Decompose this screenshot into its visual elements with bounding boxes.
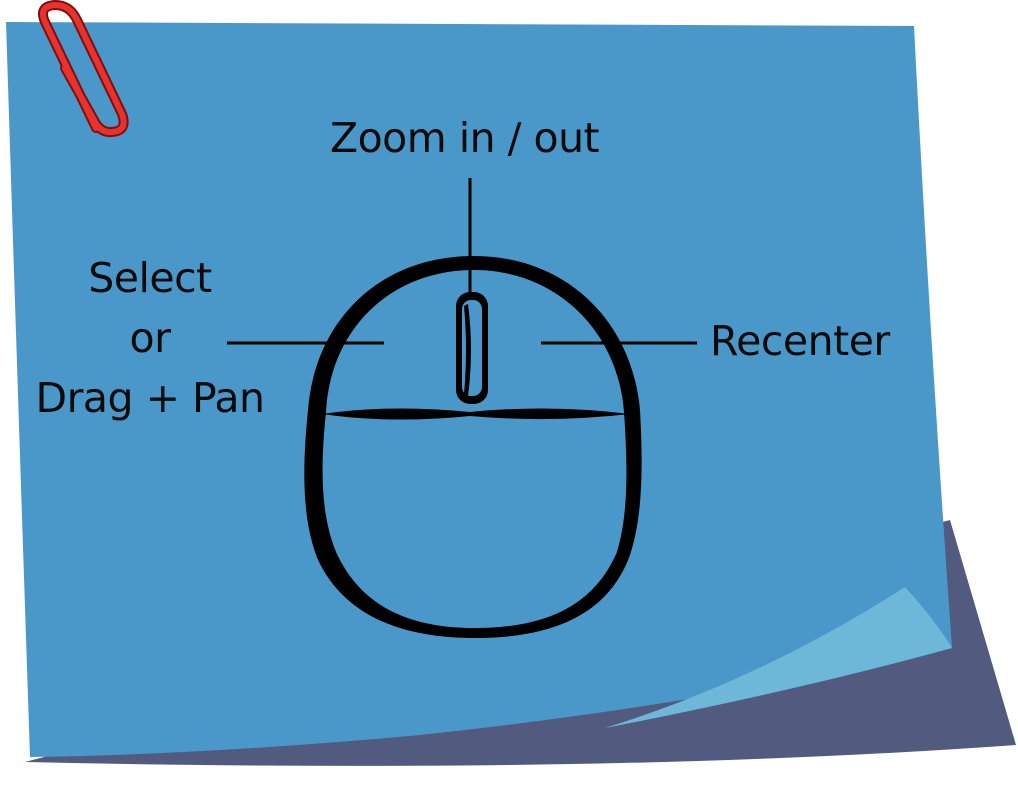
select-label: Select or Drag + Pan	[28, 248, 272, 428]
recenter-label: Recenter	[710, 317, 890, 365]
select-label-line-3: Drag + Pan	[35, 374, 266, 422]
select-label-line-2: or	[129, 314, 171, 362]
paperclip-icon	[38, 0, 129, 138]
zoom-label: Zoom in / out	[330, 114, 600, 162]
select-label-line-1: Select	[88, 254, 212, 302]
note-curl	[605, 587, 952, 728]
scroll-wheel-shading	[464, 304, 471, 396]
mouse-icon	[304, 256, 642, 638]
mouse-button-divider	[322, 408, 630, 420]
